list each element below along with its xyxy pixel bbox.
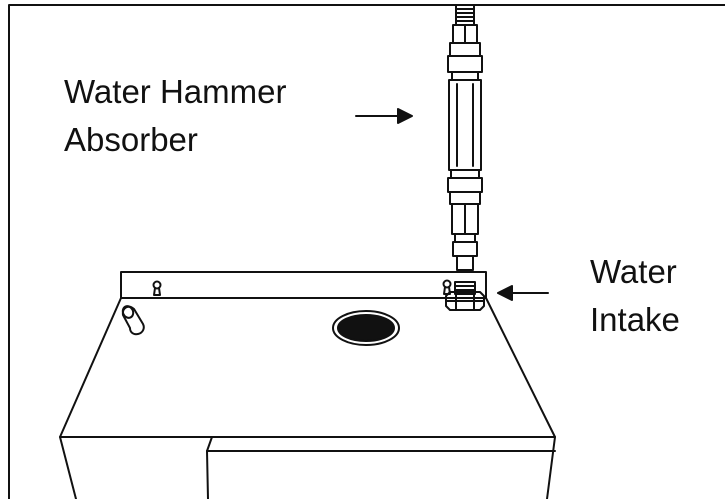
intake-arrow bbox=[497, 285, 549, 301]
water-hammer-absorber bbox=[447, 4, 483, 271]
tank-top bbox=[59, 297, 556, 438]
absorber-label-line1: Water Hammer bbox=[64, 73, 287, 110]
spout-nozzle bbox=[121, 305, 145, 336]
outer-frame bbox=[8, 4, 725, 500]
keyhole-slot-left bbox=[152, 280, 162, 296]
tank-front bbox=[59, 436, 556, 500]
absorber-arrow bbox=[355, 108, 413, 124]
mounting-bracket bbox=[120, 271, 487, 299]
top-opening bbox=[332, 310, 400, 346]
water-intake-fitting bbox=[445, 281, 485, 311]
absorber-label-line2: Absorber bbox=[64, 121, 198, 158]
intake-label-line2: Intake bbox=[590, 301, 680, 338]
intake-label-line1: Water bbox=[590, 253, 677, 290]
